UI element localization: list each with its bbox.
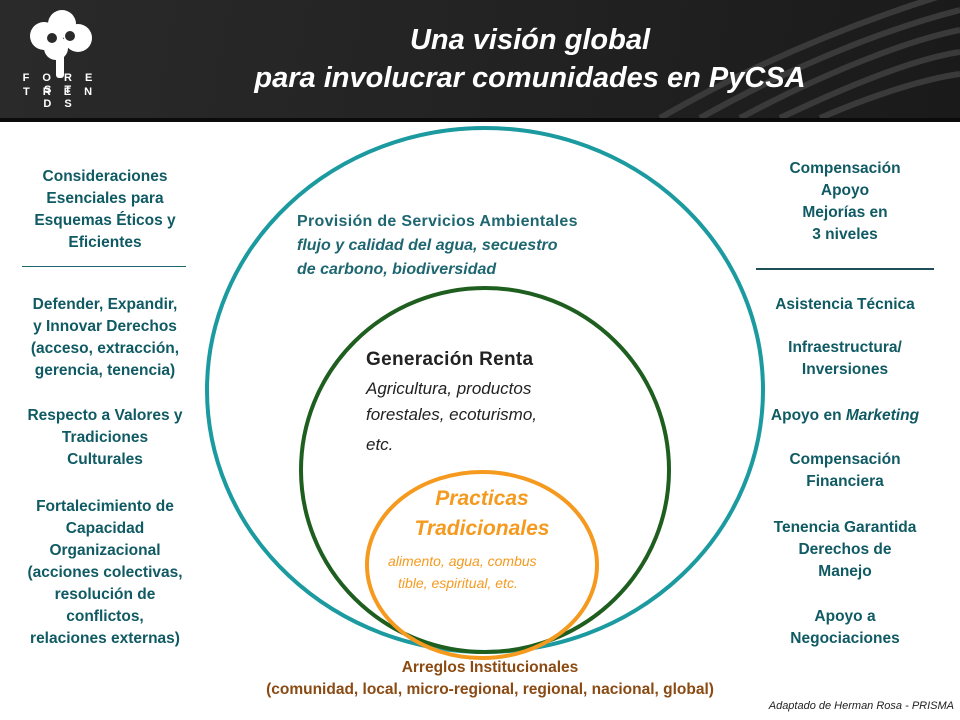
institutional-levels: (comunidad, local, micro-regional, regio… [266,681,714,698]
left-block-line: Organizacional [49,542,161,559]
page-title-line2: para involucrar comunidades en PyCSA [254,62,806,94]
left-block-line: relaciones externas) [30,630,180,647]
right-item-technical: Asistencia Técnica [750,294,940,316]
outer-circle-title: Provisión de Servicios Ambientales [297,213,578,230]
left-block-line: Tradiciones [61,429,149,446]
inner-circle-subtitle: tible, espiritual, etc. [398,575,518,591]
right-item-tenure: Tenencia Garantida Derechos de Manejo [750,517,940,583]
inner-circle-title: Tradicionales [414,517,550,540]
right-heading-line: Mejorías en [802,204,888,221]
inner-circle-subtitle: alimento, agua, combus [388,553,537,569]
right-heading-line: Apoyo [820,182,870,199]
inner-circle [365,470,599,660]
right-item-line: Manejo [818,563,872,580]
left-block-values: Respecto a Valores y Tradiciones Cultura… [0,405,210,471]
right-item-infrastructure: Infraestructura/ Inversiones [750,337,940,381]
left-block-line: Capacidad [65,520,145,537]
header-decoration [658,0,960,118]
left-block-line: Fortalecimiento de [36,498,174,515]
middle-circle-subtitle: forestales, ecoturismo, [366,405,538,424]
right-item-line: Tenencia Garantida [773,519,917,536]
left-heading: Consideraciones Esenciales para Esquemas… [0,166,210,254]
left-heading-line: Esenciales para [46,190,164,207]
right-divider [756,268,934,270]
right-item-negotiation: Apoyo a Negociaciones [750,606,940,650]
outer-circle-label: Provisión de Servicios Ambientales flujo… [297,210,657,282]
right-item-line: Asistencia Técnica [775,296,915,313]
left-block-line: resolución de [54,586,156,603]
left-block-line: (acceso, extracción, [30,340,180,357]
right-item-line: Financiera [806,473,884,490]
left-block-line: conflictos, [66,608,144,625]
left-block-line: Respecto a Valores y [27,407,183,424]
right-item-line: Inversiones [801,361,889,378]
inner-circle-label: Practicas Tradicionales alimento, agua, … [382,484,592,594]
left-block-capacity: Fortalecimiento de Capacidad Organizacio… [0,496,210,650]
right-heading-line: Compensación [789,160,901,177]
left-block-line: Defender, Expandir, [32,296,178,313]
right-item-line: Derechos de [798,541,892,558]
outer-circle-subtitle: flujo y calidad del agua, secuestro [297,237,558,254]
right-item-text: Apoyo en [770,407,846,424]
outer-circle-subtitle: de carbono, biodiversidad [297,261,497,278]
left-heading-line: Esquemas Éticos y [34,212,176,229]
institutional-title: Arreglos Institucionales [401,659,579,676]
header-divider [0,118,960,122]
right-item-line: Negociaciones [790,630,900,647]
forest-trends-logo [30,10,92,78]
middle-circle-subtitle: Agricultura, productos [366,379,532,398]
middle-circle-label: Generación Renta Agricultura, productos … [366,346,616,460]
right-item-line: Apoyo a [814,608,876,625]
right-item-line: Infraestructura/ [788,339,902,356]
right-heading: Compensación Apoyo Mejorías en 3 niveles [750,158,940,246]
right-item-financial: Compensación Financiera [750,449,940,493]
left-block-rights: Defender, Expandir, y Innovar Derechos (… [0,294,210,382]
right-item-marketing: Apoyo en Marketing [750,405,940,427]
logo-text-forest: F O R E S T [22,72,98,96]
right-item-emphasis: Marketing [845,407,920,424]
middle-circle [299,286,671,654]
left-block-line: y Innovar Derechos [33,318,177,335]
right-item-line: Compensación [789,451,901,468]
left-heading-line: Consideraciones [42,168,168,185]
page-title-line1: Una visión global [409,24,651,56]
middle-circle-title: Generación Renta [366,349,534,370]
institutional-arrangements: Arreglos Institucionales (comunidad, loc… [180,657,800,701]
source-credit: Adaptado de Herman Rosa - PRISMA [768,700,954,712]
left-block-line: (acciones colectivas, [27,564,183,581]
logo-text-trends: T R E N D S [22,86,98,110]
middle-circle-subtitle: etc. [366,435,394,454]
left-block-line: Culturales [67,451,143,468]
left-divider [22,266,186,267]
left-heading-line: Eficientes [68,234,142,251]
header-banner: F O R E S T T R E N D S Una visión globa… [0,0,960,118]
right-heading-line: 3 niveles [812,226,878,243]
inner-circle-title: Practicas [435,487,529,510]
left-block-line: gerencia, tenencia) [34,362,176,379]
